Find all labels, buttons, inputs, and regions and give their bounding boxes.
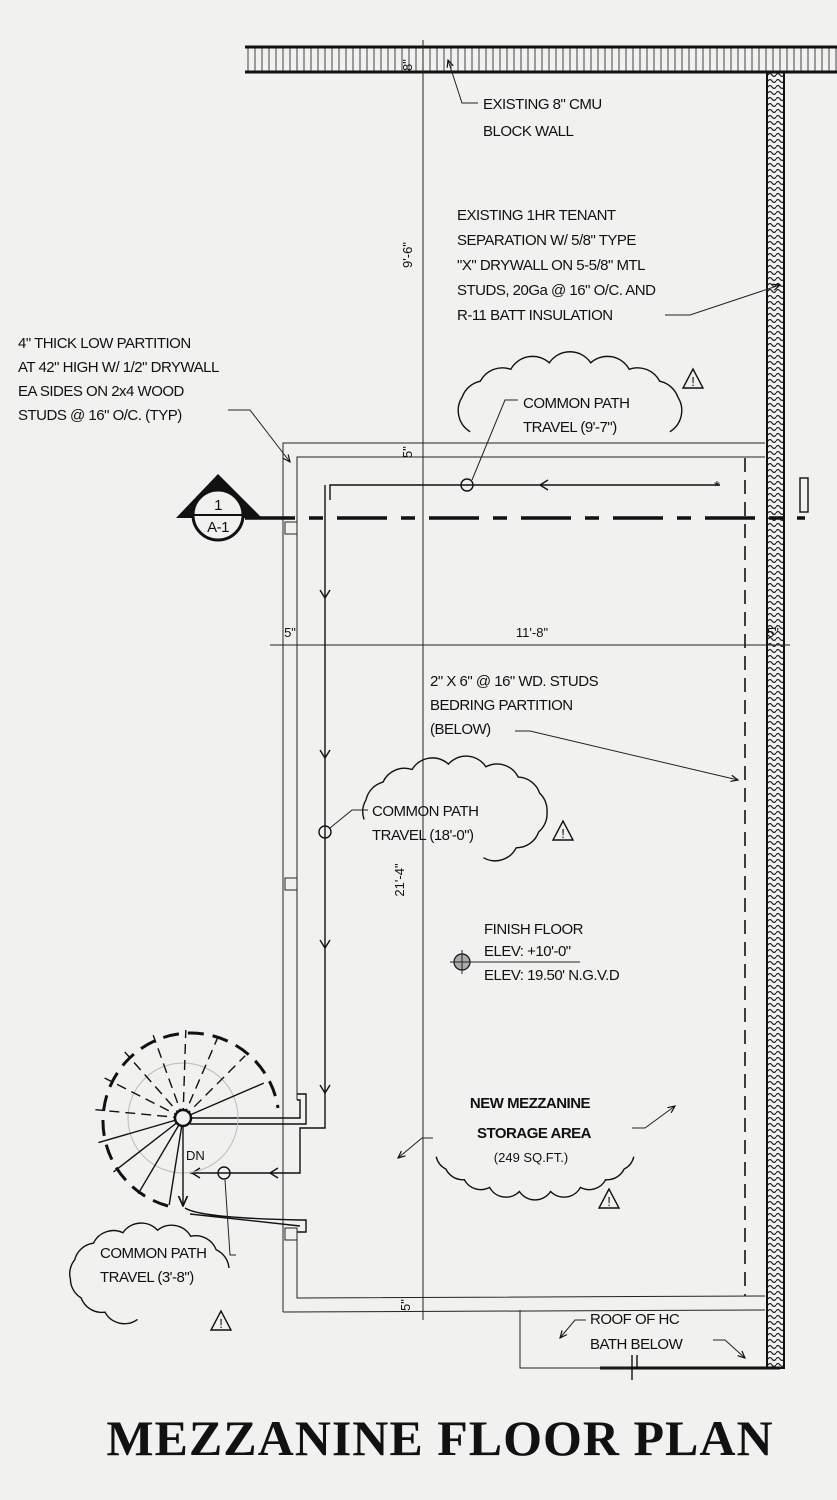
cloud-storage-area — [435, 1156, 635, 1201]
dim-bottom-partition: 5" — [398, 1299, 413, 1311]
revision-delta-mark: ! — [561, 826, 565, 841]
dim-partition-top: 5" — [400, 446, 415, 458]
svg-text:STORAGE AREA: STORAGE AREA — [477, 1125, 592, 1142]
svg-text:R-11 BATT INSULATION: R-11 BATT INSULATION — [457, 307, 613, 324]
stair-outline — [101, 1031, 280, 1208]
svg-text:4" THICK LOW PARTITION: 4" THICK LOW PARTITION — [18, 335, 191, 352]
stair-tread — [98, 1117, 184, 1144]
revision-clouds — [69, 351, 683, 1325]
dimension-lines: 8" 9'-6" 5" 11'-8" 5" 5" 21'-4" 5" — [270, 40, 790, 1320]
stair-tread — [182, 1029, 187, 1119]
stair-tread — [104, 1077, 184, 1119]
dim-right-wall: 5" — [767, 625, 779, 640]
stair-down-label: DN — [186, 1148, 205, 1163]
travel-origin-star: * — [714, 478, 720, 495]
svg-text:BEDRING PARTITION: BEDRING PARTITION — [430, 697, 573, 714]
revision-delta-icons: !!!! — [209, 367, 705, 1331]
note-storage-area: NEW MEZZANINE STORAGE AREA (249 SQ.FT.) — [470, 1095, 592, 1165]
svg-text:TRAVEL (9'-7"): TRAVEL (9'-7") — [523, 419, 617, 436]
dim-top-span: 9'-6" — [400, 242, 415, 268]
note-tenant-separation: EXISTING 1HR TENANT SEPARATION W/ 5/8" T… — [457, 207, 657, 324]
revision-delta-mark: ! — [691, 374, 695, 389]
svg-text:COMMON PATH: COMMON PATH — [100, 1245, 206, 1262]
note-common-path-2: COMMON PATH TRAVEL (18'-0") — [372, 803, 479, 844]
revision-delta-mark: ! — [219, 1316, 223, 1331]
svg-text:FINISH FLOOR: FINISH FLOOR — [484, 921, 584, 938]
stair-center-post — [173, 1108, 193, 1128]
revision-delta-icon — [597, 1187, 621, 1209]
stair-tread — [95, 1109, 184, 1119]
note-cmu-wall: EXISTING 8" CMU BLOCK WALL — [483, 96, 602, 140]
svg-text:BLOCK WALL: BLOCK WALL — [483, 123, 573, 140]
note-finish-floor: FINISH FLOOR ELEV: +10'-0" ELEV: 19.50' … — [484, 921, 620, 984]
svg-text:EXISTING 8" CMU: EXISTING 8" CMU — [483, 96, 602, 113]
section-number: 1 — [214, 497, 222, 514]
svg-text:ROOF OF HC: ROOF OF HC — [590, 1311, 680, 1328]
svg-text:(249 SQ.FT.): (249 SQ.FT.) — [494, 1150, 568, 1165]
dim-cmu-thickness: 8" — [400, 59, 415, 71]
stair-tread — [182, 1036, 219, 1119]
stair-tread — [152, 1034, 184, 1119]
note-common-path-1: COMMON PATH TRAVEL (9'-7") — [523, 395, 630, 436]
revision-delta-mark: ! — [607, 1194, 611, 1209]
svg-text:TRAVEL (3'-8"): TRAVEL (3'-8") — [100, 1269, 194, 1286]
stair-tread — [137, 1117, 184, 1195]
cloud-common-path-3 — [69, 1222, 230, 1325]
svg-text:(BELOW): (BELOW) — [430, 721, 491, 738]
svg-text:TRAVEL (18'-0"): TRAVEL (18'-0") — [372, 827, 474, 844]
spiral-stair — [95, 1029, 280, 1208]
note-common-path-3: COMMON PATH TRAVEL (3'-8") — [100, 1245, 207, 1286]
drawing-title: MEZZANINE FLOOR PLAN — [106, 1410, 773, 1466]
revision-delta-icon — [681, 367, 705, 389]
dim-left-partition: 5" — [284, 625, 296, 640]
revision-delta-icon — [209, 1309, 233, 1331]
note-low-partition: 4" THICK LOW PARTITION AT 42" HIGH W/ 1/… — [18, 335, 219, 424]
dim-width: 11'-8" — [516, 625, 549, 640]
svg-text:EA SIDES ON 2x4 WOOD: EA SIDES ON 2x4 WOOD — [18, 383, 185, 400]
svg-text:STUDS @ 16" O/C. (TYP): STUDS @ 16" O/C. (TYP) — [18, 407, 182, 424]
stair-tread — [168, 1117, 184, 1206]
svg-text:STUDS, 20Ga @ 16" O/C. AND: STUDS, 20Ga @ 16" O/C. AND — [457, 282, 656, 299]
stair-tread — [182, 1082, 265, 1119]
egress-travel-path: * — [190, 478, 721, 1180]
section-marker: 1 A-1 — [176, 474, 262, 542]
svg-text:AT 42" HIGH W/ 1/2" DRYWALL: AT 42" HIGH W/ 1/2" DRYWALL — [18, 359, 219, 376]
tenant-separation-wall — [766, 71, 785, 1369]
stair-tread — [113, 1117, 184, 1173]
dim-depth: 21'-4" — [392, 863, 407, 897]
svg-text:COMMON PATH: COMMON PATH — [372, 803, 478, 820]
leader-lines — [224, 60, 780, 1358]
cloud-common-path-2 — [362, 755, 548, 862]
stair-tread — [182, 1055, 246, 1119]
svg-text:ELEV: 19.50' N.G.V.D: ELEV: 19.50' N.G.V.D — [484, 967, 620, 984]
note-bearing-partition: 2" X 6" @ 16" WD. STUDS BEDRING PARTITIO… — [430, 673, 599, 738]
section-cut-line — [245, 477, 809, 520]
svg-text:"X" DRYWALL ON 5-5/8" MTL: "X" DRYWALL ON 5-5/8" MTL — [457, 257, 645, 274]
stair-tread — [124, 1051, 184, 1119]
svg-text:ELEV: +10'-0": ELEV: +10'-0" — [484, 943, 571, 960]
existing-cmu-wall — [245, 45, 837, 74]
low-partition — [184, 442, 766, 1380]
svg-text:2" X 6" @ 16" WD. STUDS: 2" X 6" @ 16" WD. STUDS — [430, 673, 599, 690]
svg-text:BATH BELOW: BATH BELOW — [590, 1336, 684, 1353]
note-roof-bath: ROOF OF HC BATH BELOW — [590, 1311, 684, 1353]
section-sheet: A-1 — [207, 519, 229, 536]
elevation-target-icon — [450, 950, 580, 974]
svg-text:EXISTING 1HR TENANT: EXISTING 1HR TENANT — [457, 207, 616, 224]
svg-text:SEPARATION W/ 5/8" TYPE: SEPARATION W/ 5/8" TYPE — [457, 232, 636, 249]
revision-delta-icon — [551, 819, 575, 841]
cloud-common-path-1 — [457, 351, 683, 433]
svg-text:NEW MEZZANINE: NEW MEZZANINE — [470, 1095, 591, 1112]
svg-text:COMMON PATH: COMMON PATH — [523, 395, 629, 412]
